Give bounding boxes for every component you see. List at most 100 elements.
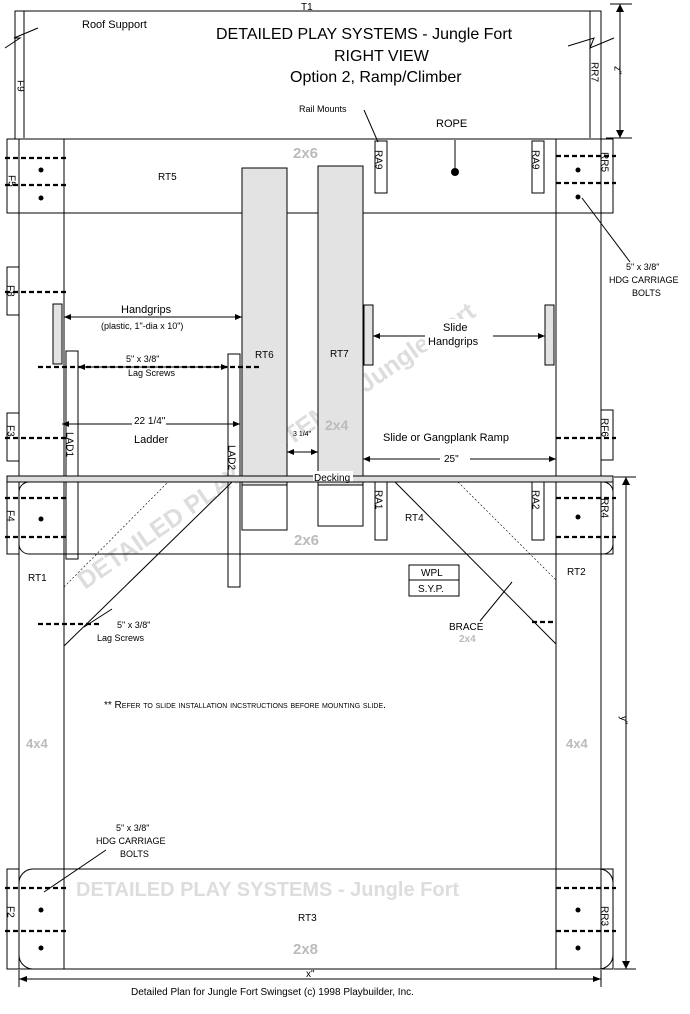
dim-z-arrow-bottom (616, 130, 624, 138)
dim-z-label: z" (612, 66, 623, 75)
part-ra9-left: RA9 (373, 150, 384, 170)
block-rr3 (600, 868, 614, 970)
part-rr3: RR3 (599, 906, 610, 926)
break-mark-right (567, 37, 615, 49)
part-rf6: RF6 (599, 418, 610, 437)
brace-left-upper (63, 481, 169, 588)
part-ra9-right: RA9 (530, 150, 541, 170)
dim-handgrips-arrow-left (64, 314, 71, 320)
dim-handgrips-arrow-right (235, 314, 242, 320)
dim-x-arrow-left (19, 976, 27, 982)
carriage-top-size: 5" x 3/8" (626, 262, 659, 272)
rail-mount-ra2 (531, 481, 545, 541)
slide-handgrips-label-1: Slide (443, 322, 467, 334)
part-rr7: RR7 (589, 62, 600, 82)
brace-right (394, 481, 557, 645)
rail-mounts-leader (363, 109, 379, 143)
post-left-size: 4x4 (26, 736, 48, 751)
rt3-size: 2x8 (293, 941, 318, 958)
ladder-label: Ladder (134, 434, 169, 446)
stamp-syp (408, 579, 460, 597)
board-rt7 (317, 165, 364, 527)
ladder-dim-label-bg (132, 414, 166, 426)
brace-size: 2x4 (459, 634, 476, 645)
dim-gap-arrow-right (311, 449, 318, 455)
block-rf6 (600, 409, 614, 461)
rt3-label: RT3 (298, 913, 317, 924)
lag-screws-leader (83, 608, 113, 628)
dim-slide-arrow-right (538, 333, 545, 339)
carriage-top-line2: BOLTS (632, 288, 661, 298)
carriage-bottom-line1: HDG CARRIAGE (96, 836, 166, 846)
bolt-head (575, 945, 581, 951)
part-lad1: LAD1 (64, 432, 75, 457)
part-ra2: RA2 (530, 490, 541, 510)
dim-y-arrow-top (622, 477, 630, 485)
rt1-label: RT1 (28, 573, 47, 584)
dim-x-label: x" (306, 969, 315, 980)
part-f2: F2 (5, 906, 16, 918)
brace-left (63, 481, 233, 647)
board-rt7-lower (317, 484, 364, 527)
bolt-head (575, 514, 581, 520)
dim-y-arrow-bottom (622, 961, 630, 969)
lag-label-bg (124, 353, 182, 365)
bolt-head (575, 194, 581, 200)
part-f4: F4 (5, 510, 16, 522)
handgrips-label-bg (118, 302, 184, 316)
ramp-dim-label-bg (440, 452, 470, 464)
rt2-label: RT2 (567, 567, 586, 578)
rt7-label: RT7 (330, 349, 349, 360)
board-rt6 (241, 167, 288, 531)
dim-x-arrow-right (593, 976, 601, 982)
rail-mounts-label: Rail Mounts (299, 104, 347, 114)
dim-y-label: y" (618, 716, 629, 725)
dim-ladder-arrow-left (62, 421, 69, 427)
carriage-bottom-size: 5" x 3/8" (116, 823, 149, 833)
handgrip-left (52, 303, 63, 365)
lag-screws-label-lower: Lag Screws (97, 633, 145, 643)
t1-label: T1 (301, 2, 313, 13)
ladder-rail-lad1 (65, 350, 79, 560)
rt7-size: 2x4 (325, 417, 349, 433)
rope-attach-point (451, 168, 459, 176)
break-mark-left (4, 27, 39, 49)
part-f5: F5 (6, 175, 17, 187)
stamp-wpl-text: WPL (421, 568, 443, 579)
dim-z-arrow-top (616, 4, 624, 12)
bolt-head (38, 907, 44, 913)
part-ra1: RA1 (373, 490, 384, 510)
lag-screws-size-lower: 5" x 3/8" (117, 620, 150, 630)
lag-screws-size-upper: 5" x 3/8" (126, 354, 159, 364)
stamp-syp-text: S.Y.P. (418, 584, 444, 595)
board-rt5-end-left (6, 138, 20, 214)
rt6-label: RT6 (255, 350, 274, 361)
lag-screws-label-upper: Lag Screws (128, 368, 176, 378)
title-line1: DETAILED PLAY SYSTEMS - Jungle Fort (216, 26, 513, 43)
rail-mount-ra9-right (531, 140, 545, 194)
handgrips-label: Handgrips (121, 304, 172, 316)
dim-ladder-arrow-right (233, 421, 240, 427)
dim-slide-arrow-left (373, 333, 380, 339)
carriage-bolts-leader-bottom (43, 849, 107, 893)
brace-label: BRACE (449, 622, 484, 633)
rt5-label: RT5 (158, 172, 177, 183)
slide-handgrips-label-2: Handgrips (428, 336, 479, 348)
bolt-head (38, 516, 44, 522)
bolt-head (575, 907, 581, 913)
brace-leader (479, 581, 513, 622)
brace-right-upper (457, 481, 557, 581)
ladder-width-label: 22 1/4" (134, 416, 166, 427)
decking-label-bg (313, 471, 353, 482)
dim-lag-arrow-right (221, 364, 228, 370)
part-rr4: RR4 (599, 498, 610, 518)
rail-mount-ra9-left (374, 140, 388, 194)
slide-note: ** Refer to slide installation incstruct… (104, 700, 386, 711)
handgrips-spec: (plastic, 1"-dia x 10") (101, 321, 183, 331)
bolt-head (38, 195, 44, 201)
bolt-head (575, 167, 581, 173)
block-f4 (6, 481, 20, 555)
rt4-label: RT4 (405, 513, 424, 524)
watermark-bottom: DETAILED PLAY SYSTEMS - Jungle Fort (76, 879, 459, 901)
